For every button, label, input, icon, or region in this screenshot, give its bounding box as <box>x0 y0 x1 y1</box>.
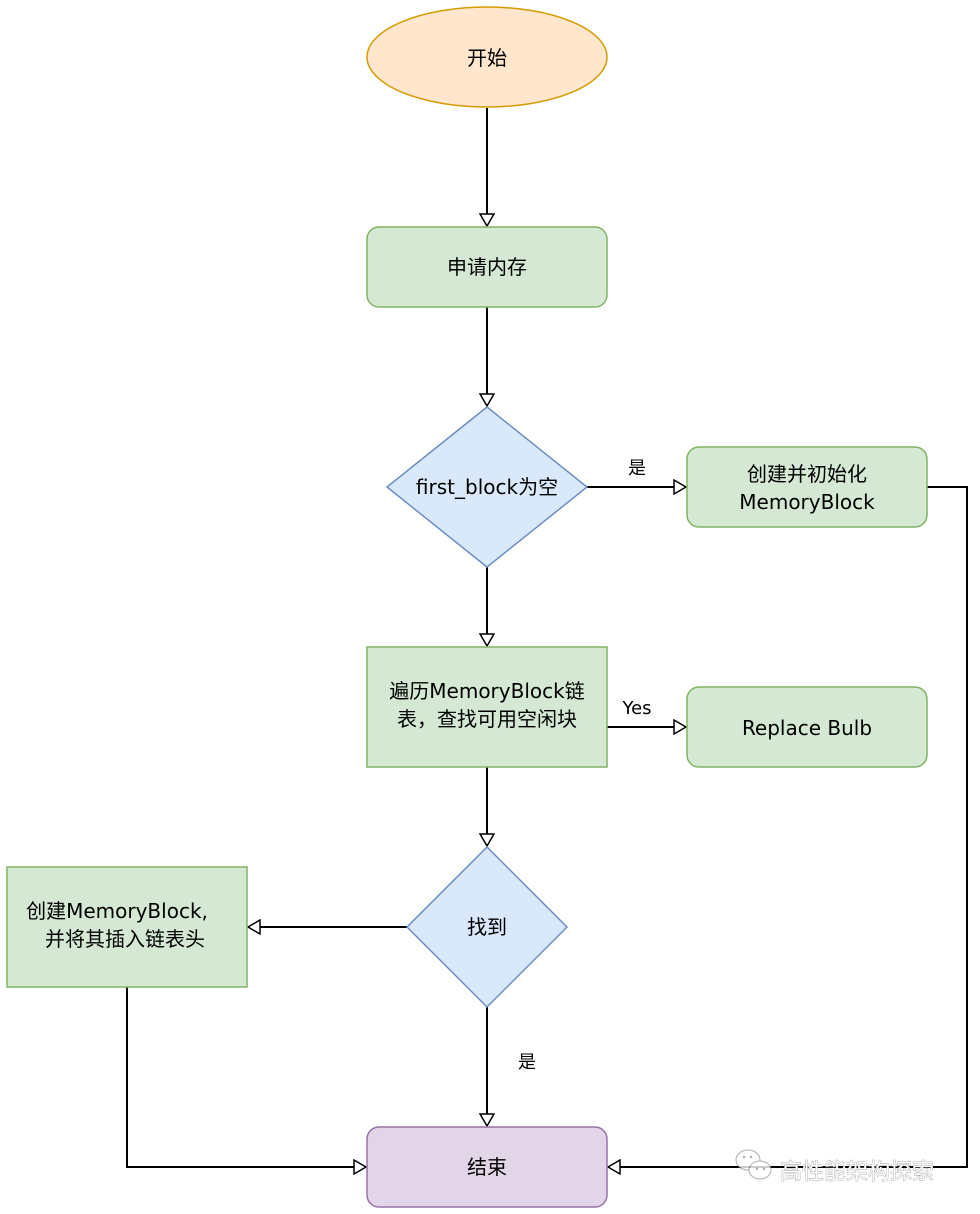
alloc-box <box>366 226 608 308</box>
node-create-insert: 创建MemoryBlock, 并将其插入链表头 <box>6 866 248 988</box>
replace-box <box>686 686 928 768</box>
node-traverse-line-2: 表，查找可用空闲块 <box>397 707 577 731</box>
node-start-label: 开始 <box>467 46 507 70</box>
end-box <box>366 1126 608 1208</box>
check-first-diamond <box>385 406 589 568</box>
node-create-init-line-2: MemoryBlock <box>739 490 875 514</box>
node-traverse: 遍历MemoryBlock链 表，查找可用空闲块 <box>366 646 608 768</box>
node-found: 找到 <box>405 845 569 1009</box>
edge-label-check-first-yes: 是 <box>628 458 646 479</box>
edge-label-found-yes: 是 <box>518 1052 536 1073</box>
node-traverse-line-1: 遍历MemoryBlock链 <box>389 679 584 703</box>
edge-create-insert-to-end <box>126 987 366 1167</box>
node-found-label: 找到 <box>467 915 507 939</box>
node-create-init: 创建并初始化 MemoryBlock <box>686 446 928 528</box>
create-insert-box <box>6 866 248 988</box>
found-diamond <box>405 845 569 1009</box>
node-alloc-label: 申请内存 <box>447 255 527 279</box>
edge-create-init-to-end <box>608 486 968 1167</box>
node-end-label: 结束 <box>467 1155 507 1179</box>
start-ellipse <box>366 6 608 108</box>
watermark: 高性能架构探索 <box>735 1149 934 1185</box>
node-start: 开始 <box>366 6 608 108</box>
traverse-box <box>366 646 608 768</box>
node-alloc: 申请内存 <box>366 226 608 308</box>
create-init-box <box>686 446 928 528</box>
node-create-insert-line-1: 创建MemoryBlock, <box>26 899 208 923</box>
node-end: 结束 <box>366 1126 608 1208</box>
node-replace-label: Replace Bulb <box>742 716 872 740</box>
node-check-first-label: first_block为空 <box>416 475 558 499</box>
node-create-init-line-1: 创建并初始化 <box>747 462 867 486</box>
edge-label-traverse-yes: Yes <box>621 698 651 719</box>
node-check-first: first_block为空 <box>385 406 589 568</box>
watermark-text: 高性能架构探索 <box>780 1160 934 1185</box>
wechat-icon <box>735 1149 772 1180</box>
node-create-insert-line-2: 并将其插入链表头 <box>45 927 205 951</box>
edges <box>126 108 968 1167</box>
node-replace: Replace Bulb <box>686 686 928 768</box>
